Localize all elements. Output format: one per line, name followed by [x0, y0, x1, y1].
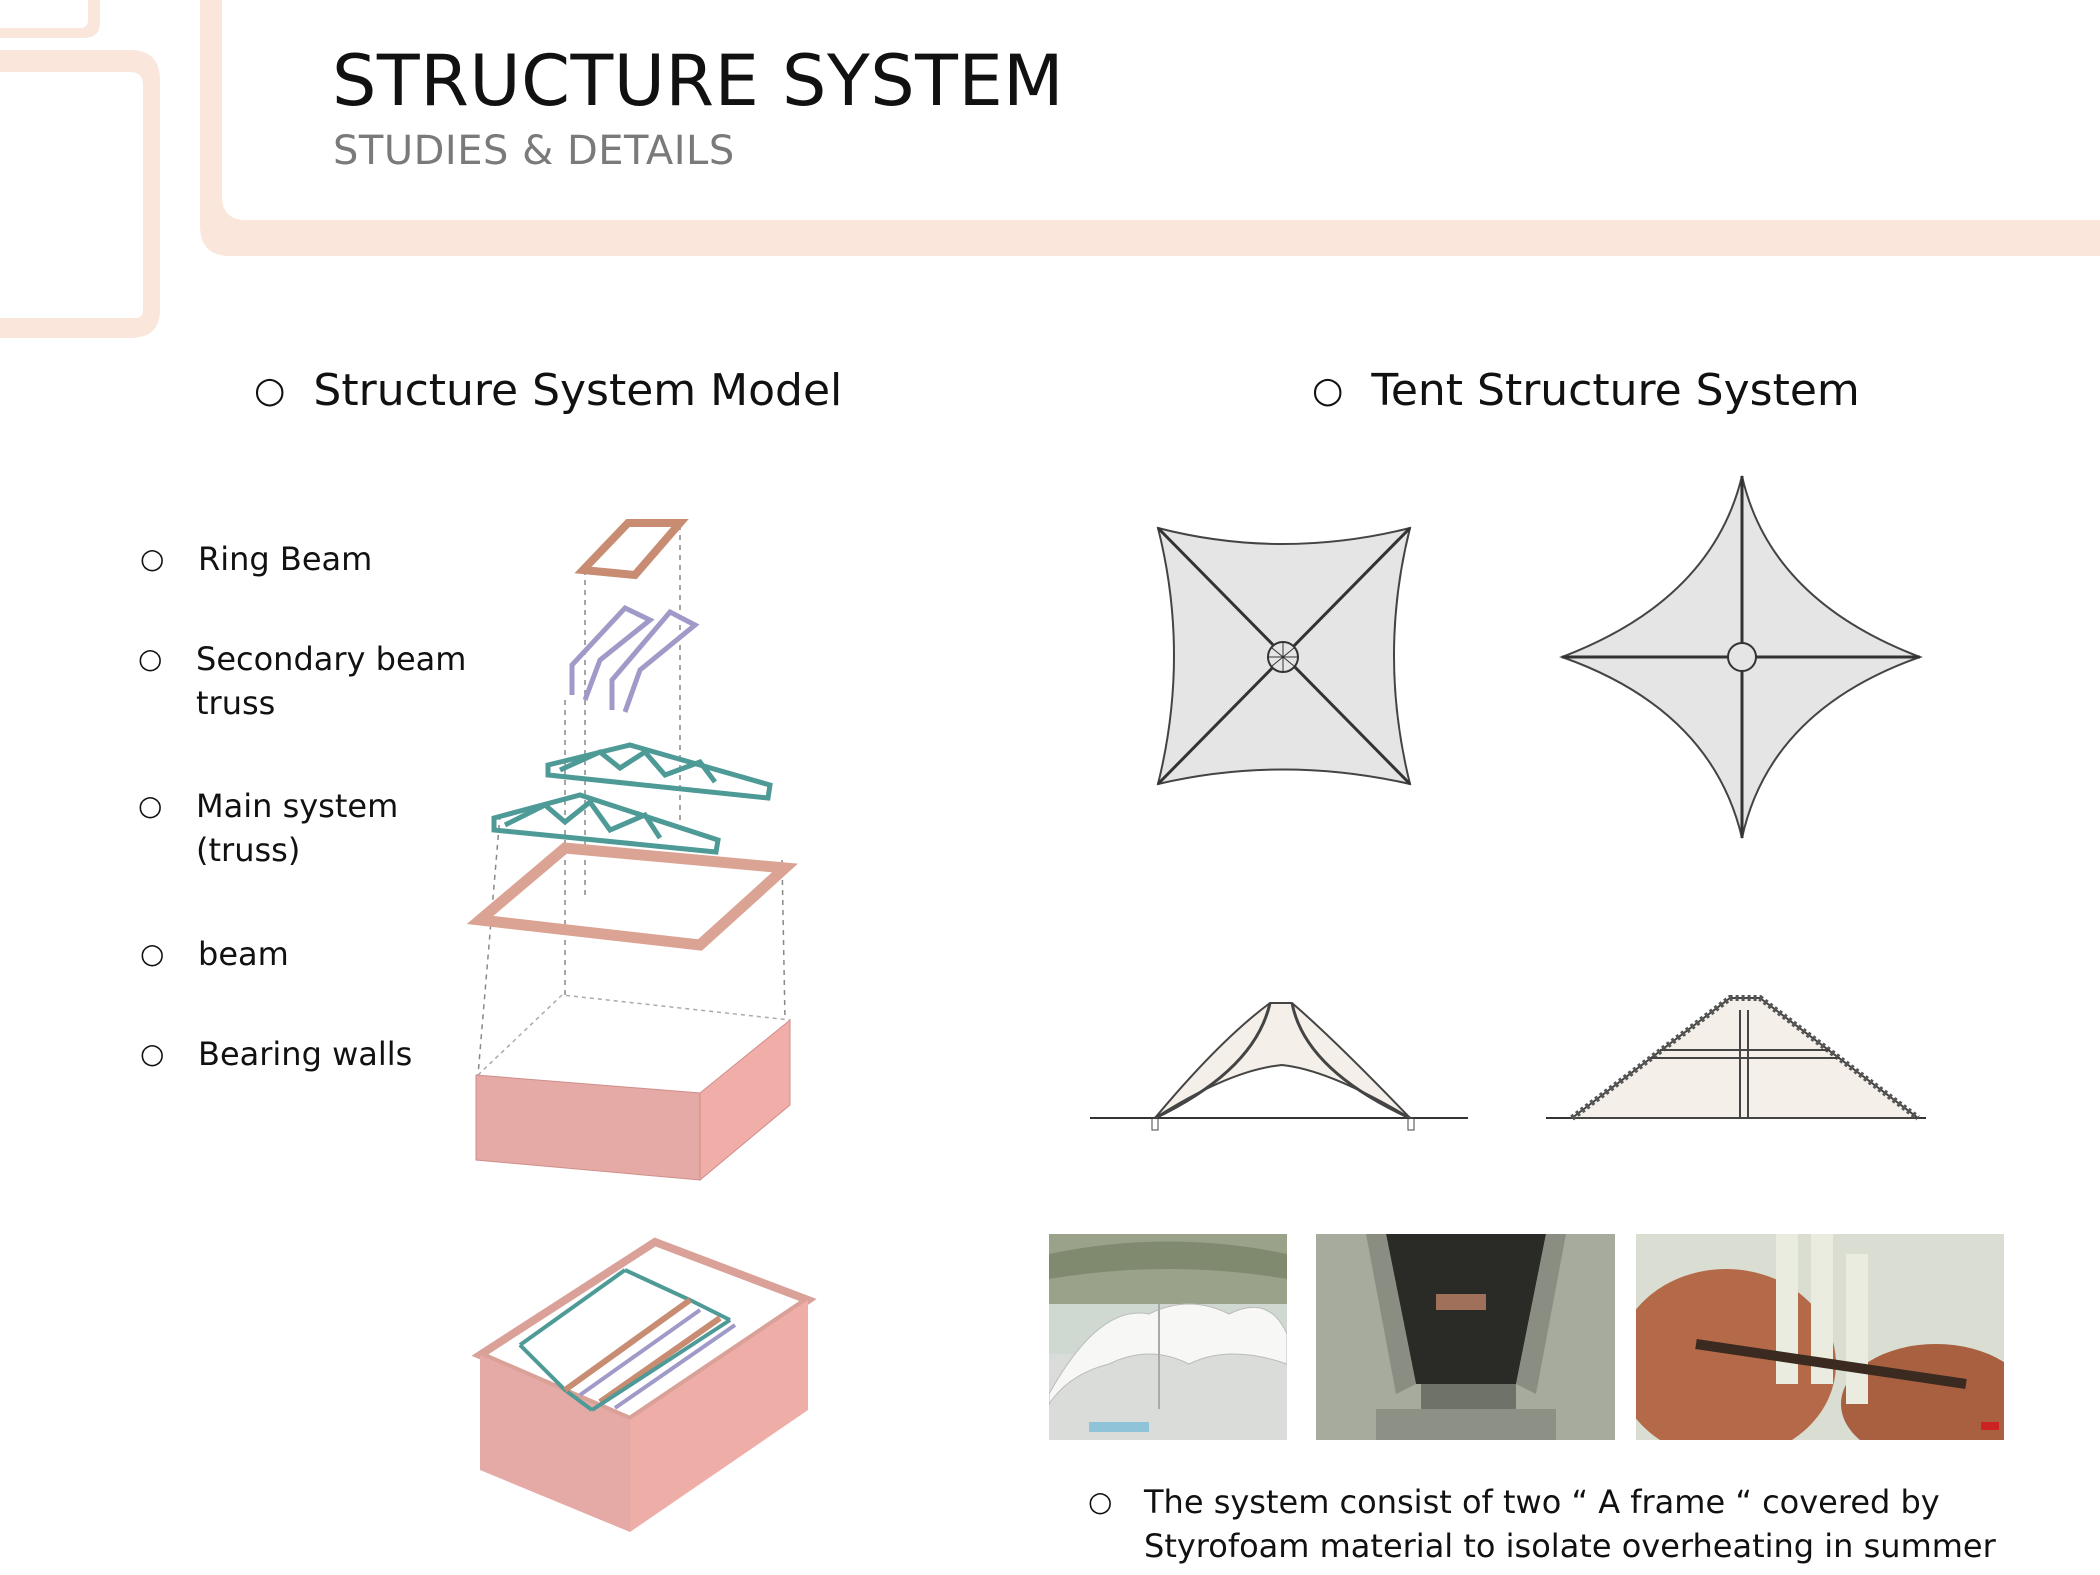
tent-plan-diamond-drawing: [1559, 475, 1923, 839]
legend-label: Secondary beam truss: [196, 640, 467, 722]
tent-elevation-drawing-1: [1090, 1002, 1468, 1131]
tent-render-photo: [1049, 1234, 1287, 1440]
tent-system-caption: ○ The system consist of two “ A frame “ …: [1088, 1480, 1996, 1568]
rebar-hand-image: [1636, 1234, 2004, 1440]
tent-elevation-drawing-2: [1546, 995, 1926, 1121]
bullet-icon: ○: [138, 789, 163, 822]
bullet-icon: ○: [140, 1037, 165, 1070]
caption-text: The system consist of two “ A frame “ co…: [1144, 1483, 1996, 1565]
bullet-icon: ○: [1088, 1485, 1113, 1518]
tent-render-image: [1049, 1234, 1287, 1440]
legend-label: Ring Beam: [198, 540, 373, 578]
exploded-structure-diagram: [466, 519, 798, 1182]
decorative-frame: [0, 0, 2100, 338]
legend-label: Bearing walls: [198, 1035, 413, 1073]
rebar-hand-photo: [1636, 1234, 2004, 1440]
bullet-icon: ○: [1312, 370, 1344, 411]
heading-structure-system-model: ○ Structure System Model: [254, 365, 842, 416]
legend-label: Main system (truss): [196, 787, 399, 869]
legend-item-beam: ○ beam: [136, 932, 289, 976]
assembled-structure-diagram: [471, 1237, 817, 1532]
legend-item-ring-beam: ○ Ring Beam: [136, 537, 372, 581]
tent-plan-square-drawing: [1156, 526, 1412, 786]
legend-label: beam: [198, 935, 289, 973]
page-subtitle: STUDIES & DETAILS: [333, 128, 735, 174]
legend-item-bearing-walls: ○ Bearing walls: [136, 1032, 412, 1076]
bullet-icon: ○: [254, 370, 286, 411]
bullet-icon: ○: [140, 937, 165, 970]
bullet-icon: ○: [140, 542, 165, 575]
heading-tent-structure-system: ○ Tent Structure System: [1312, 365, 1860, 416]
page-title: STRUCTURE SYSTEM: [332, 40, 1065, 122]
heading-text: Structure System Model: [313, 365, 843, 416]
legend-item-secondary-beam: ○ Secondary beam truss: [134, 637, 466, 725]
styrofoam-frame-image: [1316, 1234, 1615, 1440]
styrofoam-frame-photo: [1316, 1234, 1615, 1440]
bullet-icon: ○: [138, 642, 163, 675]
heading-text: Tent Structure System: [1371, 365, 1860, 416]
legend-item-main-system: ○ Main system (truss): [134, 784, 398, 872]
